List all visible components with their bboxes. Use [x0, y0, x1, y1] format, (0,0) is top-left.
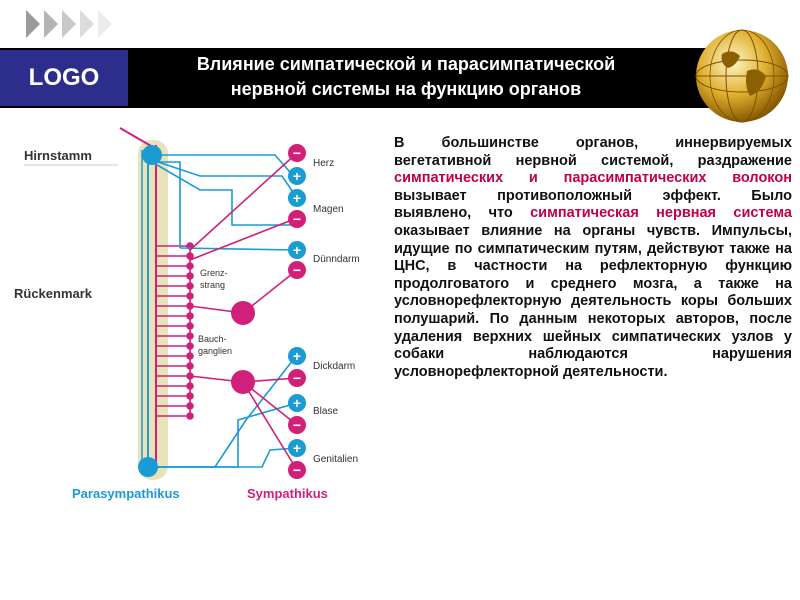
magen-plus-sign: +	[293, 190, 301, 206]
dickdarm-plus	[288, 347, 306, 365]
herz-minus-sign: −	[293, 145, 301, 161]
duenndarm-plus	[288, 241, 306, 259]
logo: LOGO	[0, 50, 128, 106]
magen-minus-sign: −	[293, 211, 301, 227]
magen-plus	[288, 189, 306, 207]
genitalien-plus-sign: +	[293, 440, 301, 456]
organ-label-duenndarm: Dünndarm	[313, 254, 360, 265]
organ-label-magen: Magen	[313, 204, 344, 215]
herz-plus	[288, 167, 306, 185]
text-p2b: вызывает противоположный эффект. Было вы…	[394, 187, 792, 222]
dickdarm-minus-sign: −	[293, 370, 301, 386]
label-bauch-2: ganglien	[198, 346, 232, 356]
text-p2c: оказывает влияние на органы чувств. Импу…	[394, 222, 792, 380]
spinal-cord	[138, 140, 168, 480]
label-grenzstrang-2: strang	[200, 280, 225, 290]
text-highlight-sympathetic: симпатическая нервная система	[530, 205, 792, 222]
blase-minus-sign: −	[293, 417, 301, 433]
text-p1: В большинстве органов, иннервируемых вег…	[394, 135, 792, 169]
magen-minus	[288, 210, 306, 228]
dickdarm-plus-sign: +	[293, 348, 301, 364]
text-highlight-fibers: симпатических и парасимпатических волоко…	[394, 170, 792, 187]
title-line-2: нервной системы на функцию органов	[230, 79, 582, 99]
label-rueckenmark: Rückenmark	[14, 286, 93, 301]
globe-icon	[695, 29, 789, 123]
genitalien-minus	[288, 461, 306, 479]
genitalien-minus-sign: −	[293, 462, 301, 478]
label-sympathikus: Sympathikus	[247, 486, 328, 501]
page-title: Влияние симпатической и парасимпатическо…	[136, 52, 676, 106]
duenndarm-minus-sign: −	[293, 262, 301, 278]
herz-minus	[288, 144, 306, 162]
organ-signs: − + + − + − + − + − + −	[288, 144, 306, 479]
blase-minus	[288, 416, 306, 434]
genitalien-plus	[288, 439, 306, 457]
label-grenzstrang-1: Grenz-	[200, 268, 228, 278]
duenndarm-plus-sign: +	[293, 242, 301, 258]
label-bauch-1: Bauch-	[198, 334, 227, 344]
label-parasympathikus: Parasympathikus	[72, 486, 180, 501]
dickdarm-minus	[288, 369, 306, 387]
blase-plus-sign: +	[293, 395, 301, 411]
duenndarm-minus	[288, 261, 306, 279]
description-text: В большинстве органов, иннервируемых вег…	[394, 135, 792, 381]
organ-label-dickdarm: Dickdarm	[313, 361, 355, 372]
nav-arrows-icon	[26, 10, 112, 38]
text-p2a: раздражение	[697, 152, 792, 169]
organ-label-herz: Herz	[313, 158, 334, 169]
nervous-system-diagram: Hirnstamm Rückenmark Grenz- strang Bauch…	[14, 127, 360, 501]
organ-label-genitalien: Genitalien	[313, 454, 358, 465]
label-hirnstamm: Hirnstamm	[24, 148, 92, 163]
organ-label-blase: Blase	[313, 406, 338, 417]
sympathetic-chain	[156, 242, 194, 420]
blase-plus	[288, 394, 306, 412]
herz-plus-sign: +	[293, 168, 301, 184]
title-line-1: Влияние симпатической и парасимпатическо…	[196, 54, 616, 74]
